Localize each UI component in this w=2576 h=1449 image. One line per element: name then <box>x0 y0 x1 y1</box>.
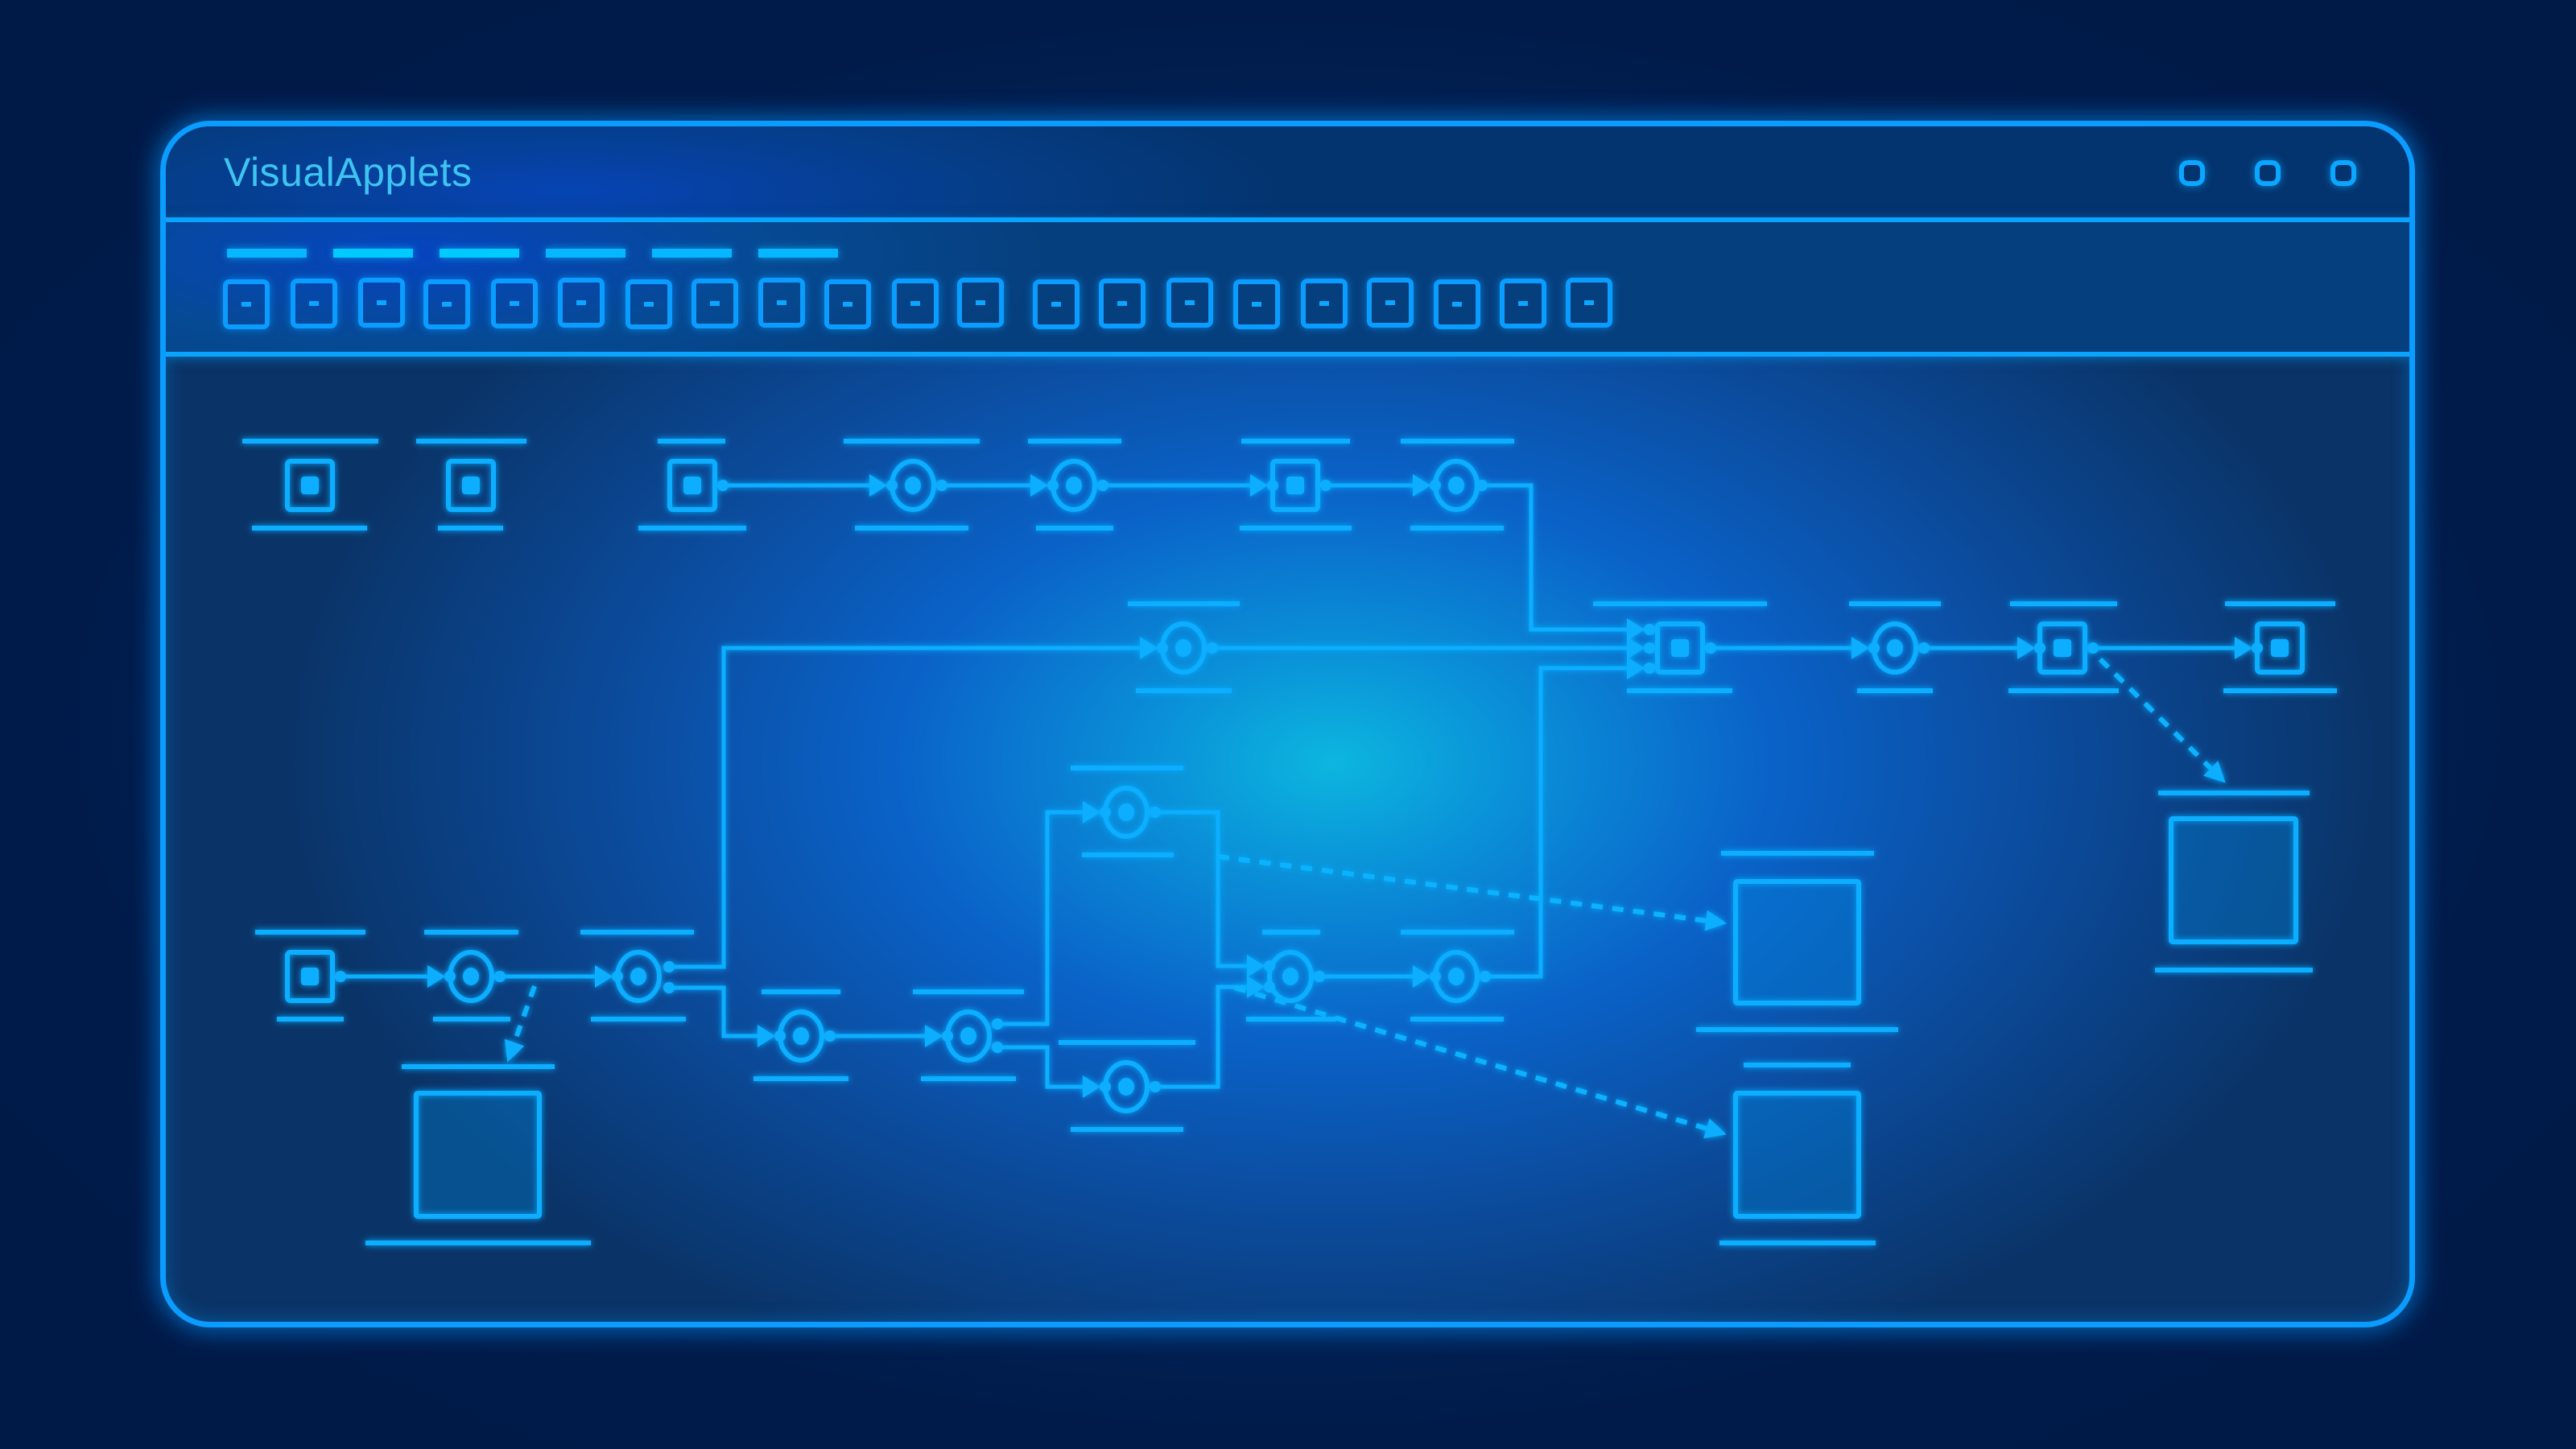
operator-tool-icon <box>1185 300 1195 305</box>
operator-tool-icon <box>1117 301 1127 306</box>
operator-tool-icon <box>1452 302 1462 307</box>
operator-tool-icon <box>1252 302 1261 307</box>
maximize-button[interactable] <box>2255 160 2281 186</box>
operator-tool-icon <box>843 302 852 307</box>
operator-tool-icon <box>442 302 452 307</box>
toolbar-button-18[interactable] <box>1367 278 1414 328</box>
operator-tool-icon <box>242 302 251 307</box>
operator-tool-icon <box>510 301 519 306</box>
connection-c10-c12[interactable] <box>1157 810 1260 968</box>
connection-c7-c4[interactable] <box>671 646 1153 969</box>
node-sq3[interactable] <box>638 439 746 530</box>
monitor-link-sq6[interactable] <box>2098 657 2223 781</box>
monitor-link-c10[interactable] <box>1217 854 1721 925</box>
toolbar <box>166 222 2409 357</box>
toolbar-button-8[interactable] <box>691 279 738 328</box>
node-c1[interactable] <box>844 439 980 530</box>
toolbar-button-12[interactable] <box>957 278 1004 328</box>
menu-item-4[interactable] <box>546 249 625 258</box>
menu-item-5[interactable] <box>652 249 732 258</box>
node-c12[interactable] <box>1246 930 1336 1022</box>
connection-c9-c11[interactable] <box>999 1045 1096 1089</box>
operator-tool-icon <box>644 302 654 307</box>
diagram-canvas[interactable] <box>166 357 2409 1322</box>
title-bar[interactable]: VisualApplets <box>166 126 2409 222</box>
toolbar-button-3[interactable] <box>358 278 405 328</box>
toolbar-button-14[interactable] <box>1099 279 1146 328</box>
display-disp-bottom-left[interactable] <box>365 1064 591 1245</box>
operator-tool-icon <box>576 300 586 305</box>
connection-c3-merge[interactable] <box>1484 483 1640 632</box>
connection-c7-c8[interactable] <box>671 985 770 1038</box>
toolbar-button-10[interactable] <box>824 279 871 329</box>
toolbar-button-6[interactable] <box>558 278 605 328</box>
operator-tool-icon <box>1518 301 1528 306</box>
display-disp-center-upper[interactable] <box>1696 851 1898 1032</box>
close-button[interactable] <box>2330 160 2356 186</box>
toolbar-button-15[interactable] <box>1166 278 1213 328</box>
menu-item-6[interactable] <box>758 249 838 258</box>
operator-tool-icon <box>976 300 985 305</box>
connection-c13-merge[interactable] <box>1487 666 1640 979</box>
node-merge[interactable] <box>1593 601 1767 693</box>
monitor-link-c12[interactable] <box>1234 985 1721 1135</box>
toolbar-button-13[interactable] <box>1033 279 1080 329</box>
operator-tool-icon <box>710 301 720 306</box>
node-sq8[interactable] <box>255 930 365 1022</box>
toolbar-button-9[interactable] <box>758 278 805 328</box>
display-disp-right[interactable] <box>2155 791 2313 972</box>
menu-bar <box>227 249 838 258</box>
toolbar-button-16[interactable] <box>1233 279 1280 329</box>
app-window: VisualApplets <box>160 121 2415 1327</box>
node-sq2[interactable] <box>416 439 526 530</box>
minimize-button[interactable] <box>2179 160 2205 186</box>
toolbar-button-17[interactable] <box>1301 279 1348 328</box>
block-diagram[interactable] <box>160 121 2415 1327</box>
display-disp-center-lower[interactable] <box>1719 1063 1876 1245</box>
connection-c9-c10[interactable] <box>999 810 1096 1026</box>
operator-tool-icon <box>1385 300 1395 305</box>
operator-tool-icon <box>1051 302 1061 307</box>
operator-tool-icon <box>1584 300 1594 305</box>
node-c10[interactable] <box>1071 766 1183 857</box>
toolbar-button-21[interactable] <box>1566 278 1612 328</box>
operator-tool-icon <box>777 300 786 305</box>
menu-item-1[interactable] <box>227 249 307 258</box>
menu-item-3[interactable] <box>440 249 519 258</box>
toolbar-button-2[interactable] <box>291 279 337 328</box>
toolbar-button-7[interactable] <box>625 279 672 329</box>
toolbar-button-11[interactable] <box>892 279 939 328</box>
menu-item-2[interactable] <box>333 249 413 258</box>
window-title: VisualApplets <box>224 150 473 195</box>
toolbar-button-1[interactable] <box>223 279 270 329</box>
window-controls <box>2179 160 2356 186</box>
toolbar-button-19[interactable] <box>1434 279 1480 329</box>
toolbar-button-4[interactable] <box>423 279 470 329</box>
operator-tool-icon <box>910 301 920 306</box>
toolbar-button-20[interactable] <box>1500 279 1546 328</box>
operator-tool-icon <box>377 300 386 305</box>
operator-tool-icon <box>1319 301 1329 306</box>
node-sq1[interactable] <box>242 439 378 530</box>
operator-tool-icon <box>309 301 319 306</box>
connection-c11-c12[interactable] <box>1157 985 1260 1089</box>
toolbar-button-5[interactable] <box>491 279 538 328</box>
